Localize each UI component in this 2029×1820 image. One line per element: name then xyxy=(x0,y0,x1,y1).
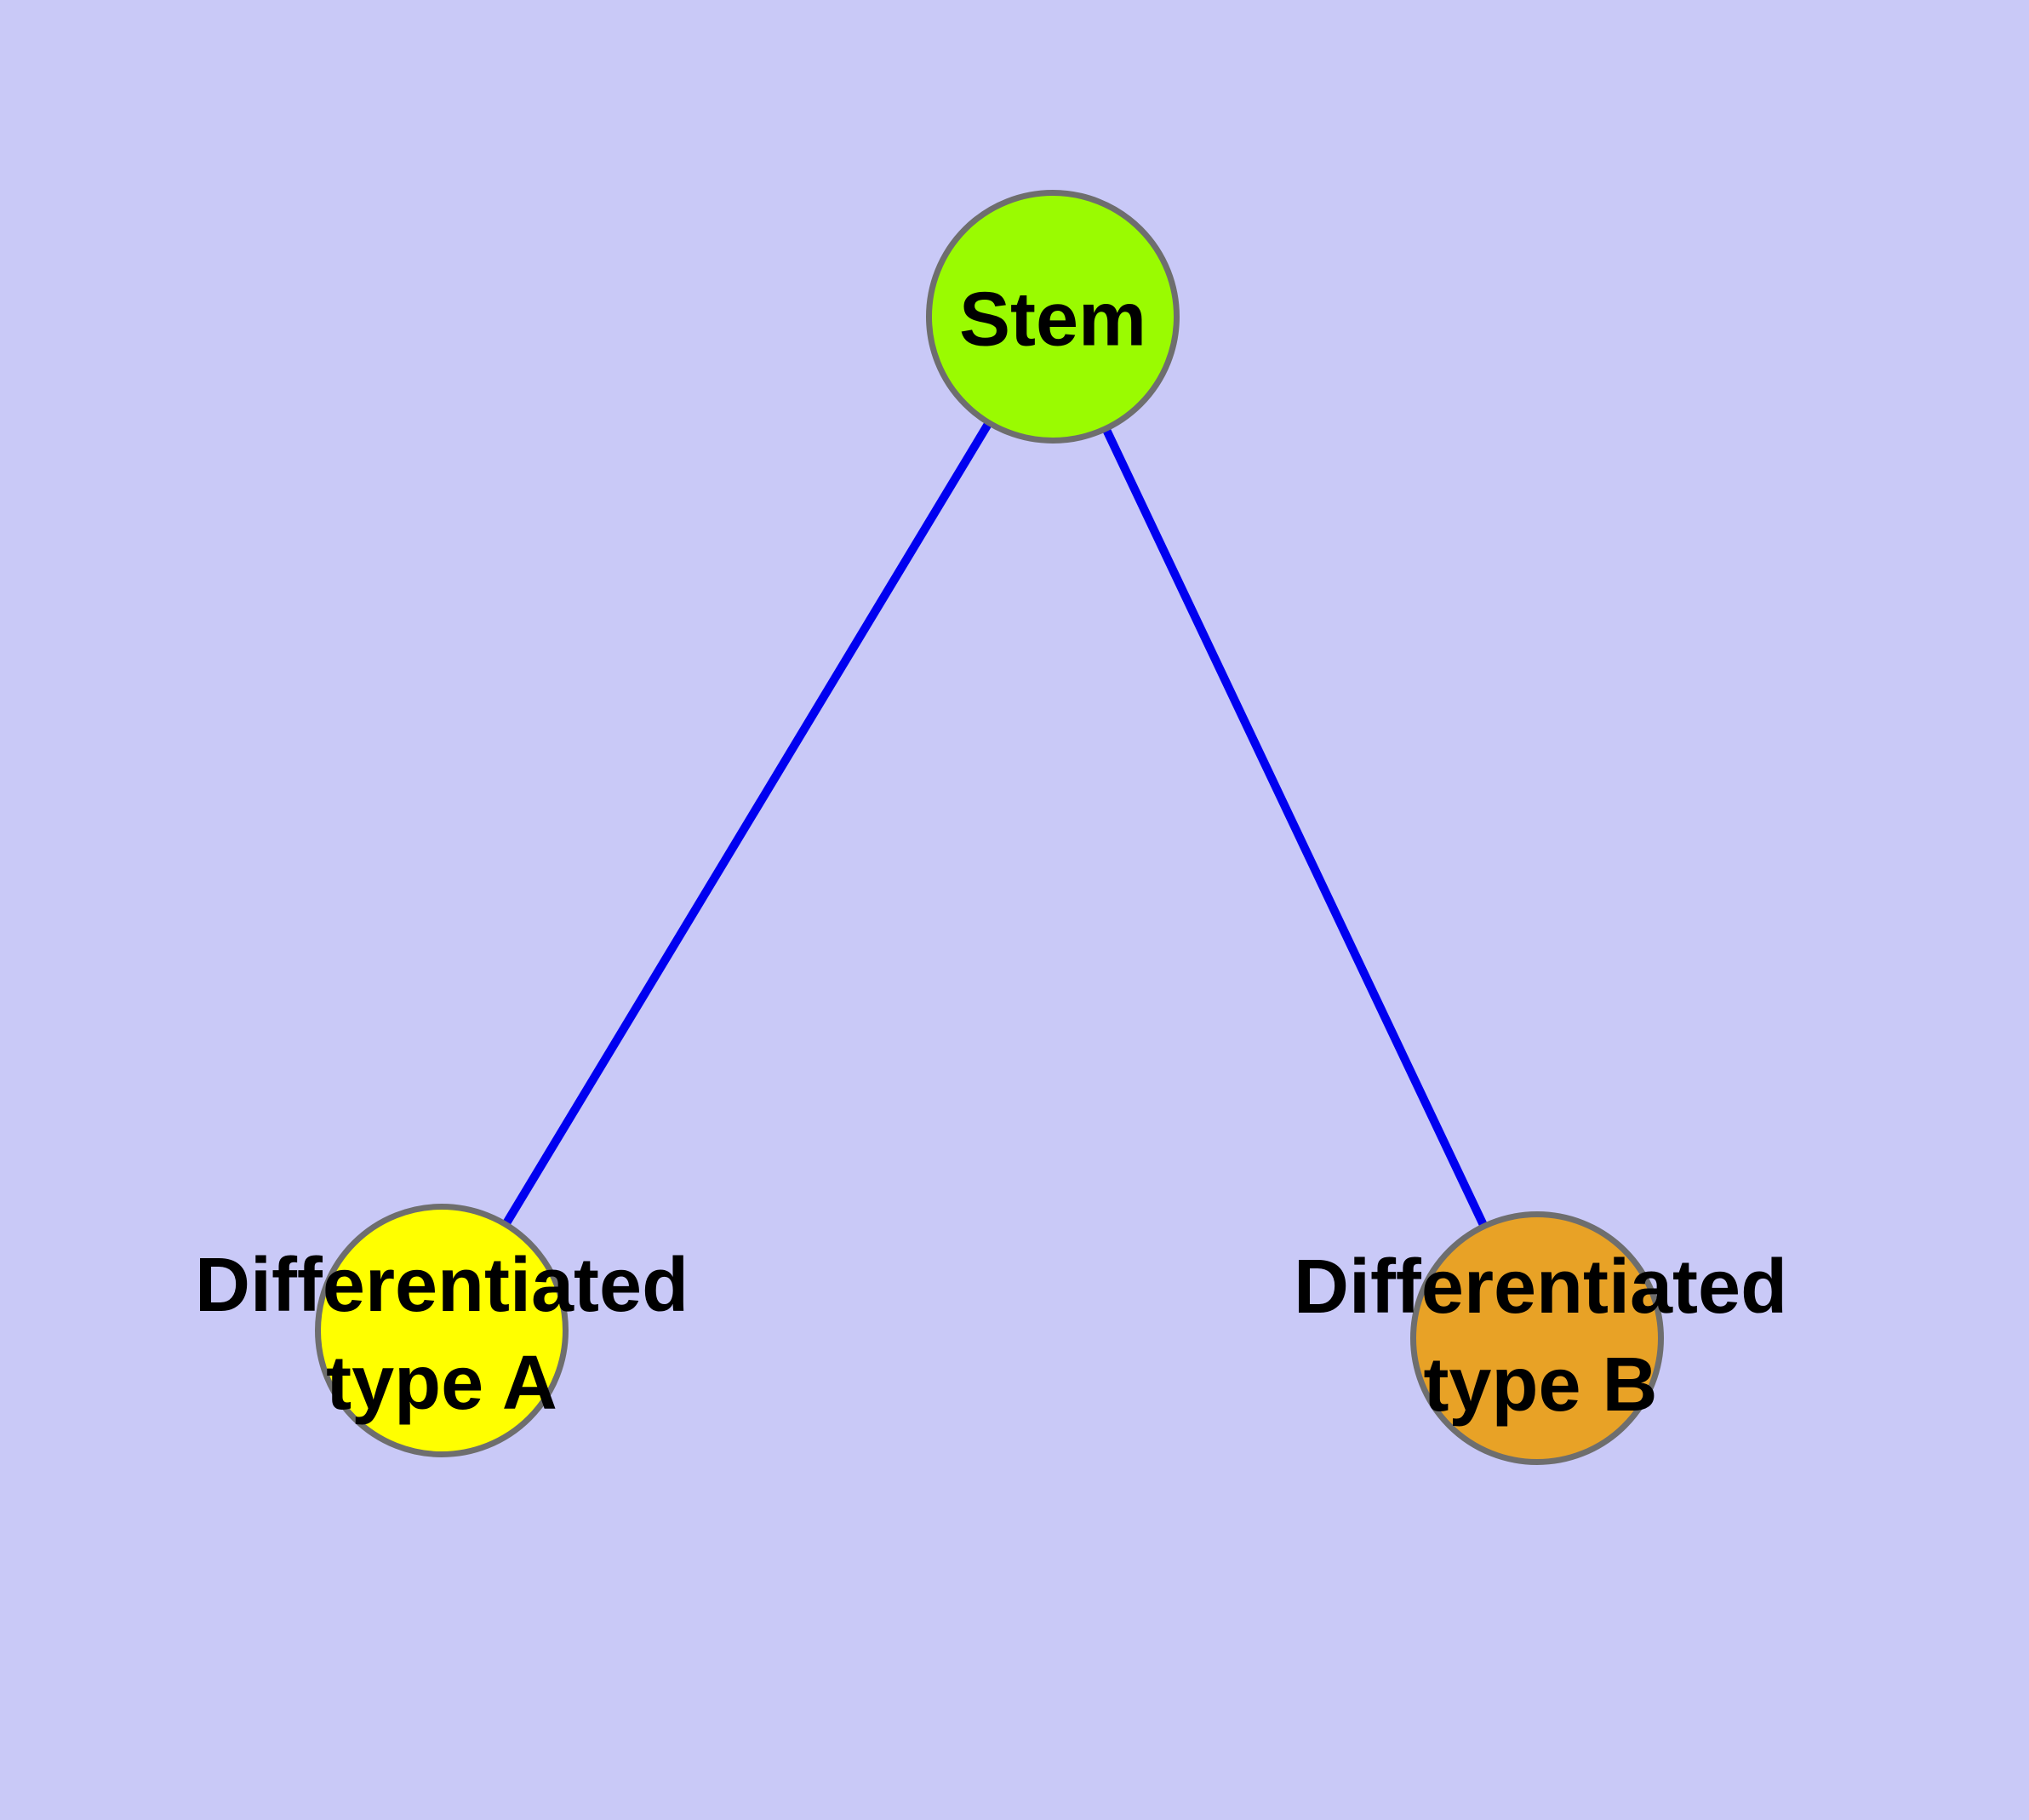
node-stem xyxy=(926,190,1180,444)
node-label-stem: Stem xyxy=(958,277,1147,363)
node-label-differentiated-type-b: Differentiated type B xyxy=(1293,1245,1788,1428)
node-differentiated-type-b xyxy=(1410,1211,1664,1465)
node-differentiated-type-a xyxy=(315,1204,569,1457)
edge-stem-to-type-a xyxy=(437,314,1057,1333)
edge-stem-to-type-b xyxy=(1049,314,1541,1341)
node-label-differentiated-type-a: Differentiated type A xyxy=(194,1243,689,1426)
